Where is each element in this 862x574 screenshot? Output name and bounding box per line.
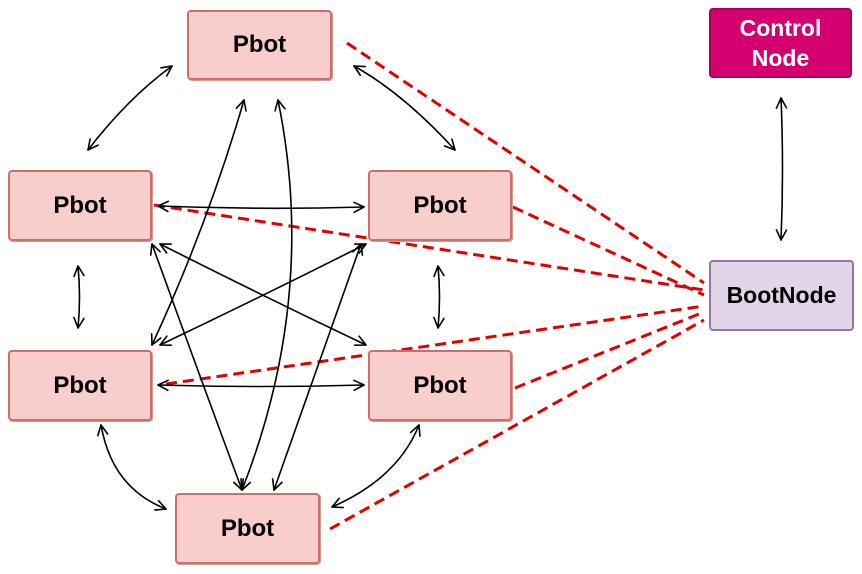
- pbot-node-lower-left: Pbot: [8, 350, 152, 421]
- pbot-node-upper-right: Pbot: [368, 170, 512, 241]
- arrow-control-bootnode: [775, 97, 788, 241]
- arrow-links: [73, 65, 788, 511]
- bootnode-label: BootNode: [726, 282, 837, 308]
- arrow-upper-left-upper-right: [157, 200, 365, 214]
- pbot-node-lower-right: Pbot: [368, 350, 512, 421]
- dashed-link-pbot-top: [346, 41, 705, 285]
- dashed-link-pbot-lower-right: [514, 310, 705, 390]
- pbot-label: Pbot: [220, 514, 275, 542]
- arrow-top-upper-left: [87, 65, 173, 151]
- pbot-node-bottom: Pbot: [175, 493, 320, 564]
- arrow-lower-left-lower-right: [157, 379, 365, 392]
- control-node-label-line2: Node: [751, 45, 810, 71]
- arrow-upper-left-lower-left: [73, 265, 85, 329]
- arrow-top-upper-right: [353, 65, 456, 151]
- pbot-label: Pbot: [413, 371, 467, 399]
- bootnode: BootNode: [709, 260, 854, 331]
- pbot-label: Pbot: [232, 31, 287, 58]
- pbot-label: Pbot: [53, 191, 107, 219]
- pbot-label: Pbot: [413, 191, 467, 219]
- control-node-label: Control Node: [740, 13, 822, 73]
- arrow-upper-left-bottom: [149, 243, 245, 491]
- arrow-upper-right-lower-right: [433, 265, 445, 329]
- arrow-top-lower-left: [150, 99, 247, 346]
- dashed-link-pbot-upper-right: [512, 205, 705, 297]
- arrow-lower-left-bottom: [96, 424, 167, 511]
- control-node: Control Node: [709, 8, 852, 78]
- pbot-node-top: Pbot: [187, 10, 332, 80]
- arrow-lower-right-bottom: [331, 424, 421, 509]
- arrow-top-bottom: [240, 99, 293, 491]
- arrow-upper-right-lower-left: [159, 243, 367, 347]
- pbot-label: Pbot: [53, 371, 107, 399]
- pbot-node-upper-left: Pbot: [8, 170, 152, 241]
- dashed-links: [153, 41, 705, 531]
- control-node-label-line1: Control: [739, 15, 822, 41]
